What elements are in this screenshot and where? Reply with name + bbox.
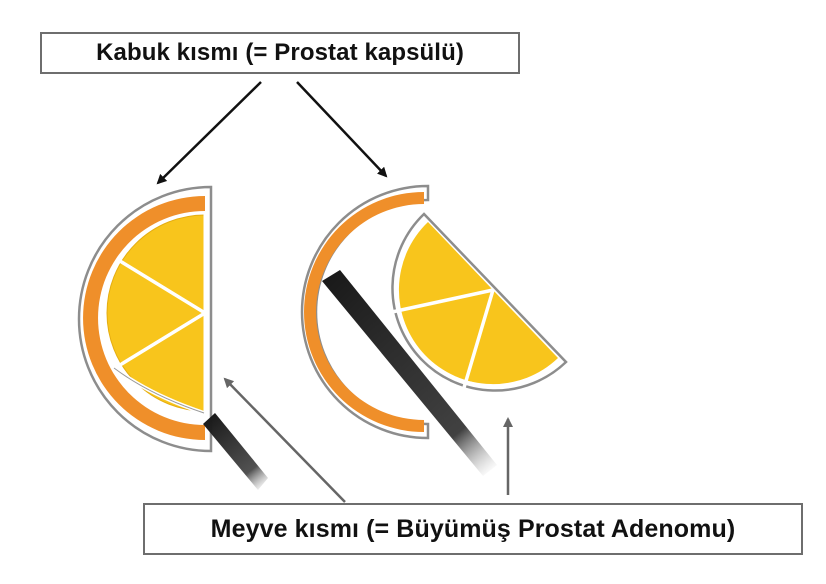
- left-instrument: [203, 413, 268, 490]
- right-fruit-pulp: [398, 222, 558, 385]
- capsule-label: Kabuk kısmı (= Prostat kapsülü): [40, 32, 520, 74]
- capsule-arrow-left: [156, 81, 262, 185]
- capsule-arrow-right: [296, 81, 388, 178]
- left-lemon-segment-line: [119, 311, 206, 367]
- right-capsule-peel: [304, 192, 424, 432]
- right-fruit-segment-line: [391, 288, 494, 314]
- right-capsule: [300, 184, 430, 440]
- adenoma-arrow-left: [223, 377, 346, 503]
- left-lemon-segment-line: [119, 259, 206, 315]
- adenoma-label: Meyve kısmı (= Büyümüş Prostat Adenomu): [143, 503, 803, 555]
- left-lemon-peel: [83, 196, 205, 440]
- right-fruit-segment-line: [461, 289, 495, 392]
- right-fruit: [391, 211, 571, 395]
- left-lemon-pulp: [106, 214, 206, 412]
- right-instrument: [322, 270, 497, 476]
- left-lemon: [77, 185, 213, 453]
